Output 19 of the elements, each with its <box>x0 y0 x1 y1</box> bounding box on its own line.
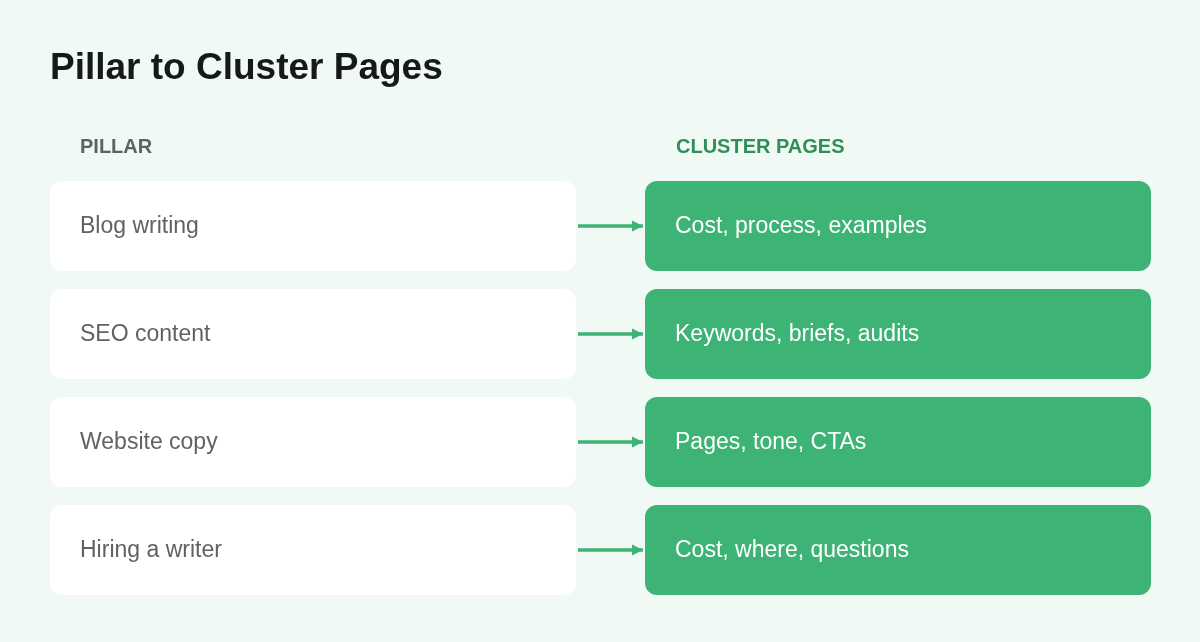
cluster-box <box>645 181 1151 271</box>
cluster-box <box>645 289 1151 379</box>
diagram-title: Pillar to Cluster Pages <box>50 47 443 88</box>
column-heading: CLUSTER PAGES <box>676 134 845 158</box>
node-text: Cost, where, questions <box>675 536 909 564</box>
arrow <box>578 544 643 556</box>
node-text: Keywords, briefs, audits <box>675 320 920 348</box>
cluster-box <box>645 505 1151 595</box>
node-text: Website copy <box>80 428 218 456</box>
node-text: Pages, tone, CTAs <box>675 428 867 456</box>
node-text: Hiring a writer <box>80 536 222 564</box>
column-heading: PILLAR <box>80 134 153 158</box>
arrow <box>578 220 643 232</box>
node-text: SEO content <box>80 320 211 348</box>
arrow <box>578 328 643 340</box>
node-text: Cost, process, examples <box>675 212 927 240</box>
cluster-box <box>645 397 1151 487</box>
arrow <box>578 436 643 448</box>
node-text: Blog writing <box>80 212 199 240</box>
